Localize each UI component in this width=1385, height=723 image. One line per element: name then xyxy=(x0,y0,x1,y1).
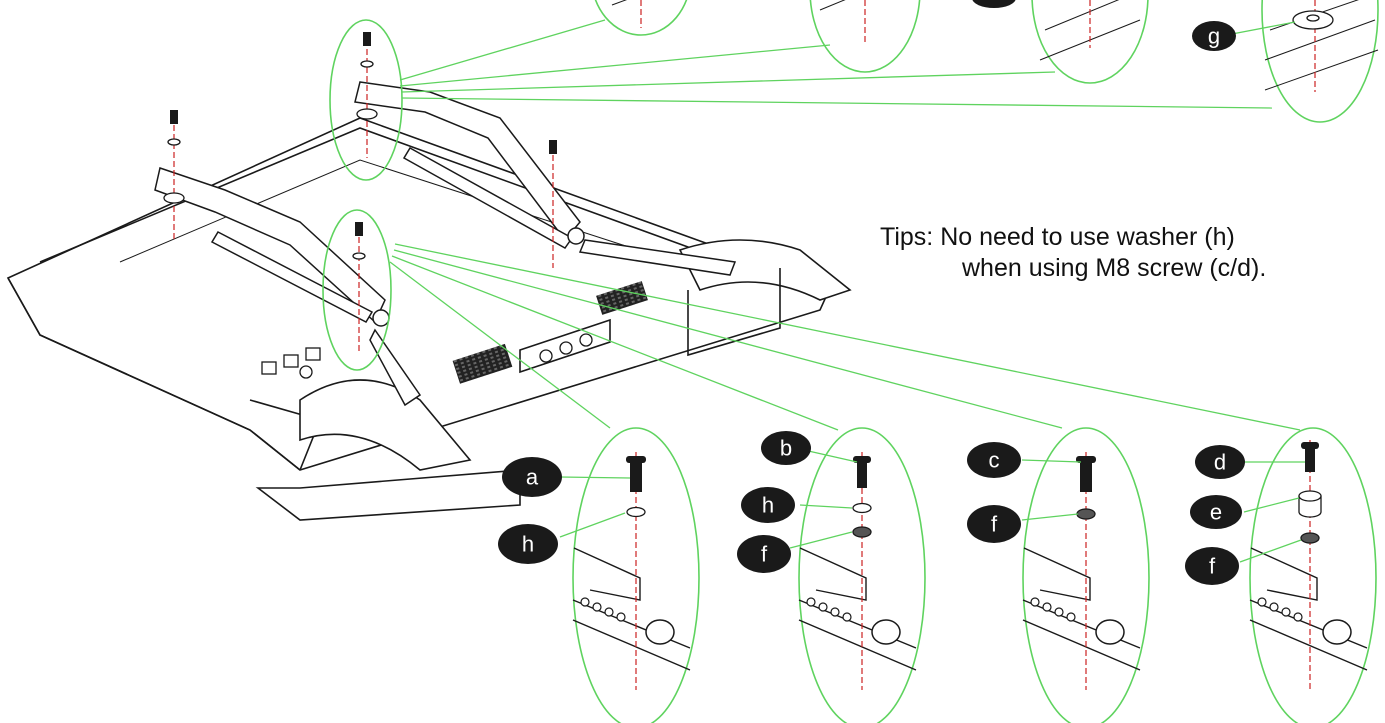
callout-f: f xyxy=(737,535,791,573)
tips-line-1: Tips: No need to use washer (h) xyxy=(880,223,1235,251)
callout-label: e xyxy=(1210,500,1222,525)
port-panel xyxy=(261,333,593,379)
callout-label: g xyxy=(1208,24,1220,49)
callout-f: f xyxy=(1185,547,1239,585)
top-detail-axes xyxy=(640,0,1316,92)
vent-grille xyxy=(596,281,648,315)
callout-g: g xyxy=(1192,21,1236,51)
callout-h: h xyxy=(741,487,795,523)
washer-g xyxy=(1292,10,1334,30)
callout-label: f xyxy=(1209,554,1216,579)
leader-lines-bottom xyxy=(389,243,1301,431)
callout-f: f xyxy=(967,505,1021,543)
callout-label: f xyxy=(991,512,998,537)
callout-a: a xyxy=(502,457,562,497)
tips-note: Tips: No need to use washer (h) when usi… xyxy=(880,222,1266,284)
callout-label: a xyxy=(526,465,539,490)
callout-d: d xyxy=(1195,445,1245,479)
vent-grille xyxy=(452,343,513,384)
screw-set-main xyxy=(163,32,557,352)
callout-label: c xyxy=(989,448,1000,473)
detail-circle-bracket-bottom xyxy=(322,209,392,371)
callout-e: e xyxy=(1190,495,1242,529)
bracket-left xyxy=(154,167,422,407)
detail-view-b xyxy=(798,427,926,723)
detail-view-c xyxy=(1022,427,1150,723)
callout-h: h xyxy=(498,524,558,564)
top-detail-hatching xyxy=(611,0,1379,91)
callout-label: b xyxy=(780,436,792,461)
callout-label: h xyxy=(762,493,774,518)
leader-lines-top xyxy=(399,19,1273,109)
callout-leaders xyxy=(559,21,1305,563)
detail-view-d xyxy=(1249,427,1377,723)
callout-label: f xyxy=(761,542,768,567)
tv-body xyxy=(6,117,852,521)
top-detail-circles xyxy=(594,0,1379,123)
callout-label: d xyxy=(1214,450,1226,475)
detail-view-a xyxy=(572,427,700,723)
callout-b: b xyxy=(761,431,811,465)
callout-partial xyxy=(972,0,1016,8)
callout-c: c xyxy=(967,442,1021,478)
tips-line-2: when using M8 screw (c/d). xyxy=(962,254,1267,282)
bracket-right xyxy=(354,81,737,276)
detail-circle-bracket-top xyxy=(329,19,403,181)
callout-label: h xyxy=(522,532,534,557)
